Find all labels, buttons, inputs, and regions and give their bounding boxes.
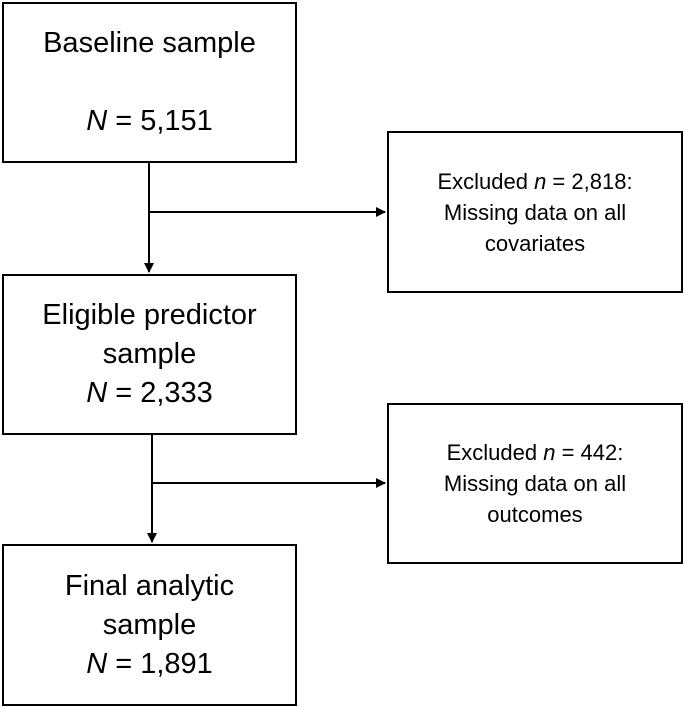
eligible-n-symbol: N: [86, 377, 108, 409]
exclusion-2-line3: outcomes: [487, 502, 583, 527]
exclusion-2-line2: Missing data on all: [443, 471, 627, 496]
baseline-n-value: = 5,151: [107, 105, 213, 137]
eligible-label-line2: sample: [102, 338, 197, 370]
eligible-count: N = 2,333: [86, 374, 213, 413]
baseline-label: Baseline sample: [43, 27, 256, 59]
final-count: N = 1,891: [86, 645, 213, 684]
exclusion-1-n-value: = 2,818:: [546, 168, 633, 194]
exclusion-2-prefix: Excluded: [446, 440, 544, 465]
baseline-n-symbol: N: [86, 105, 108, 137]
final-sample-box: Final analytic sample N = 1,891: [2, 544, 297, 706]
exclusion-1-line2: Missing data on all: [443, 199, 627, 225]
final-label-line1: Final analytic: [64, 569, 235, 602]
eligible-label-line1: Eligible predictor: [42, 299, 257, 331]
exclusion-box-covariates: Excluded n = 2,818: Missing data on all …: [387, 131, 683, 293]
eligible-sample-box: Eligible predictor sample N = 2,333: [2, 274, 297, 435]
final-n-symbol: N: [86, 647, 108, 680]
exclusion-1-n-symbol: n: [534, 168, 547, 194]
final-n-value: = 1,891: [107, 647, 213, 680]
eligible-n-value: = 2,333: [107, 377, 213, 409]
final-label-line2: sample: [102, 608, 197, 641]
exclusion-1-line3: covariates: [484, 230, 586, 256]
exclusion-1-prefix: Excluded: [437, 168, 535, 194]
exclusion-box-outcomes: Excluded n = 442: Missing data on all ou…: [387, 403, 683, 564]
baseline-count: N = 5,151: [86, 102, 213, 141]
exclusion-2-n-symbol: n: [543, 440, 556, 465]
baseline-sample-box: Baseline sample N = 5,151: [2, 2, 297, 163]
exclusion-1-line1: Excluded n = 2,818:: [437, 166, 632, 197]
exclusion-2-n-value: = 442:: [555, 440, 624, 465]
exclusion-2-line1: Excluded n = 442:: [447, 437, 624, 468]
